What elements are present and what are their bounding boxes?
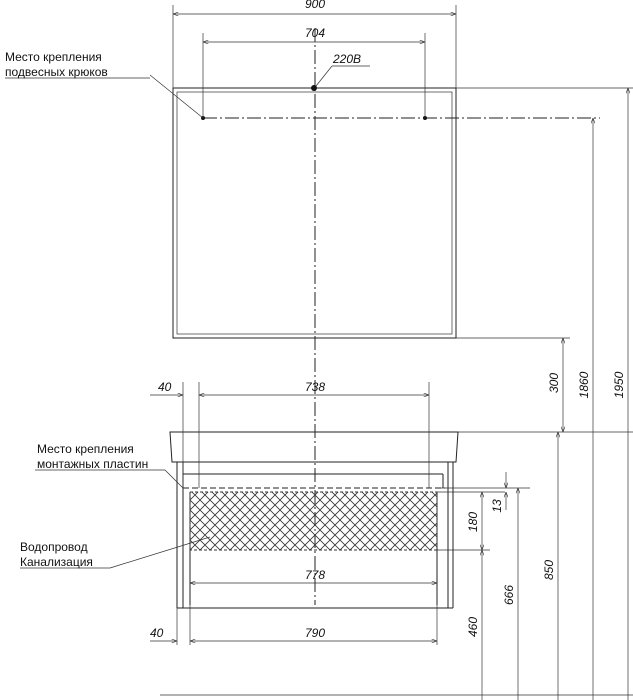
dim-13: 13 — [490, 499, 504, 513]
dim-460: 460 — [466, 617, 480, 637]
vanity — [169, 431, 459, 609]
hooks-label-1: Место крепления — [5, 50, 102, 64]
dim-666: 666 — [502, 585, 516, 605]
plates-label-2: монтажных пластин — [37, 457, 148, 471]
dim-850: 850 — [542, 560, 556, 580]
plates-label-1: Место крепления — [37, 442, 134, 456]
dim-40-top: 40 — [158, 380, 172, 394]
dim-40-bottom: 40 — [150, 626, 164, 640]
dim-1860: 1860 — [577, 371, 591, 398]
dim-790: 790 — [305, 626, 325, 640]
pipe-zone — [189, 491, 438, 551]
dim-900: 900 — [305, 0, 325, 11]
dim-300: 300 — [547, 373, 561, 393]
dim-738: 738 — [305, 380, 325, 394]
hooks-label-2: подвесных крюков — [5, 65, 108, 79]
dim-1950: 1950 — [612, 371, 626, 398]
water-label: Водопровод — [20, 540, 88, 554]
power-label: 220В — [332, 52, 361, 66]
dim-180: 180 — [466, 512, 480, 532]
power-outlet — [311, 85, 317, 91]
dim-778: 778 — [305, 568, 325, 582]
sewer-label: Канализация — [20, 555, 93, 569]
dim-704: 704 — [305, 26, 325, 40]
